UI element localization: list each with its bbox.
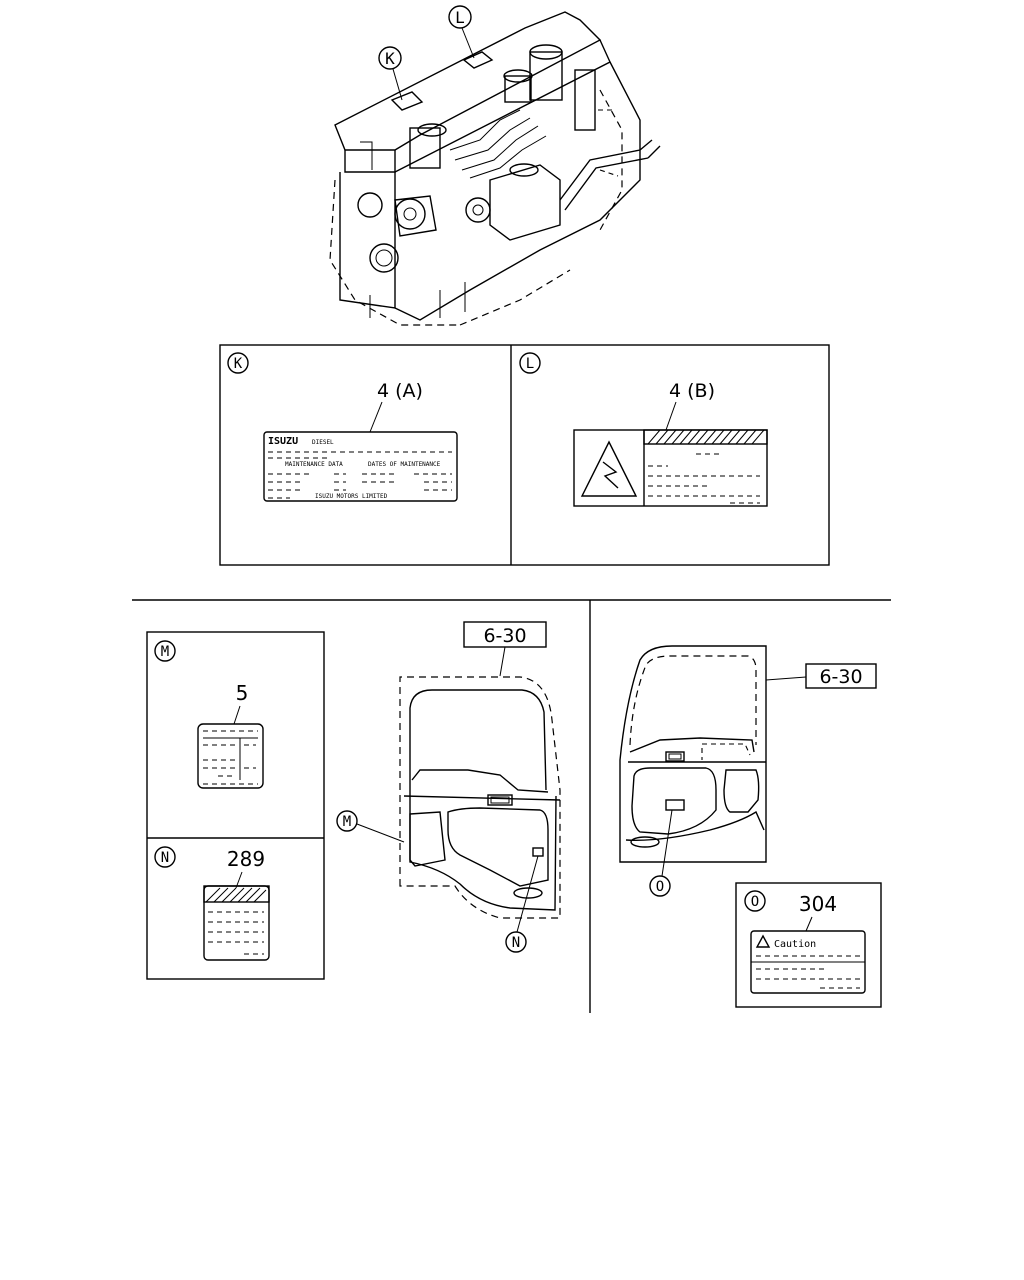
- right-door-drawing: 6-30: [619, 645, 877, 877]
- part-number-289: 289: [227, 847, 265, 871]
- svg-text:ISUZU MOTORS LIMITED: ISUZU MOTORS LIMITED: [315, 493, 388, 500]
- lightning-bolt-icon: [602, 461, 619, 489]
- caution-label: Caution: [750, 930, 866, 994]
- kl-panel: [219, 344, 830, 566]
- svg-text:6-30: 6-30: [483, 625, 526, 647]
- svg-text:DATES OF MAINTENANCE: DATES OF MAINTENANCE: [368, 461, 441, 468]
- callout-o-door: O: [649, 875, 671, 897]
- svg-text:Caution: Caution: [774, 939, 816, 950]
- svg-text:K: K: [385, 49, 395, 68]
- door-spec-label: [197, 723, 264, 789]
- svg-text:M: M: [343, 814, 351, 830]
- label-location-o: [665, 799, 685, 811]
- svg-text:K: K: [234, 356, 243, 372]
- callout-k-engine: K: [378, 46, 403, 101]
- svg-text:ISUZU: ISUZU: [268, 436, 298, 447]
- part-number-5: 5: [236, 681, 249, 705]
- electric-warning-label: [573, 429, 768, 507]
- label-location-k: [390, 91, 424, 111]
- ref-box-right: [805, 663, 877, 689]
- svg-text:DIESEL: DIESEL: [312, 439, 334, 446]
- svg-text:N: N: [161, 850, 169, 866]
- door-warning-label: [203, 885, 270, 961]
- panel-n: N 289: [154, 846, 270, 961]
- panel-k: K 4 (A) ISUZU DIESEL MAINTENANCE DATA DA…: [227, 352, 458, 502]
- svg-text:N: N: [512, 935, 520, 951]
- svg-text:M: M: [161, 644, 169, 660]
- svg-text:L: L: [526, 356, 534, 372]
- caution-triangle-icon: [755, 934, 771, 948]
- svg-text:L: L: [455, 8, 465, 27]
- panel-m: M 5: [154, 640, 264, 789]
- svg-text:O: O: [656, 879, 664, 895]
- callout-n-door: N: [505, 931, 527, 953]
- callout-l-engine: L: [448, 5, 475, 59]
- svg-text:MAINTENANCE DATA: MAINTENANCE DATA: [285, 461, 343, 468]
- callout-m-door: M: [336, 810, 405, 843]
- engine-illustration: [329, 11, 661, 326]
- isuzu-maintenance-label: ISUZU DIESEL MAINTENANCE DATA DATES OF M…: [263, 431, 458, 502]
- label-location-l: [462, 51, 494, 69]
- part-number-4b: 4 (B): [669, 380, 715, 402]
- svg-text:O: O: [751, 894, 759, 910]
- o-panel: [735, 882, 882, 1008]
- mn-panel: [146, 631, 325, 980]
- left-door-drawing: 6-30: [399, 621, 561, 933]
- label-location-n: [532, 847, 544, 857]
- warning-triangle-icon: [580, 440, 638, 497]
- panel-o: O 304 Caution: [744, 890, 866, 994]
- panel-l: L 4 (B): [519, 352, 768, 507]
- svg-text:6-30: 6-30: [819, 666, 862, 688]
- part-number-4a: 4 (A): [377, 380, 423, 402]
- part-number-304: 304: [799, 892, 837, 916]
